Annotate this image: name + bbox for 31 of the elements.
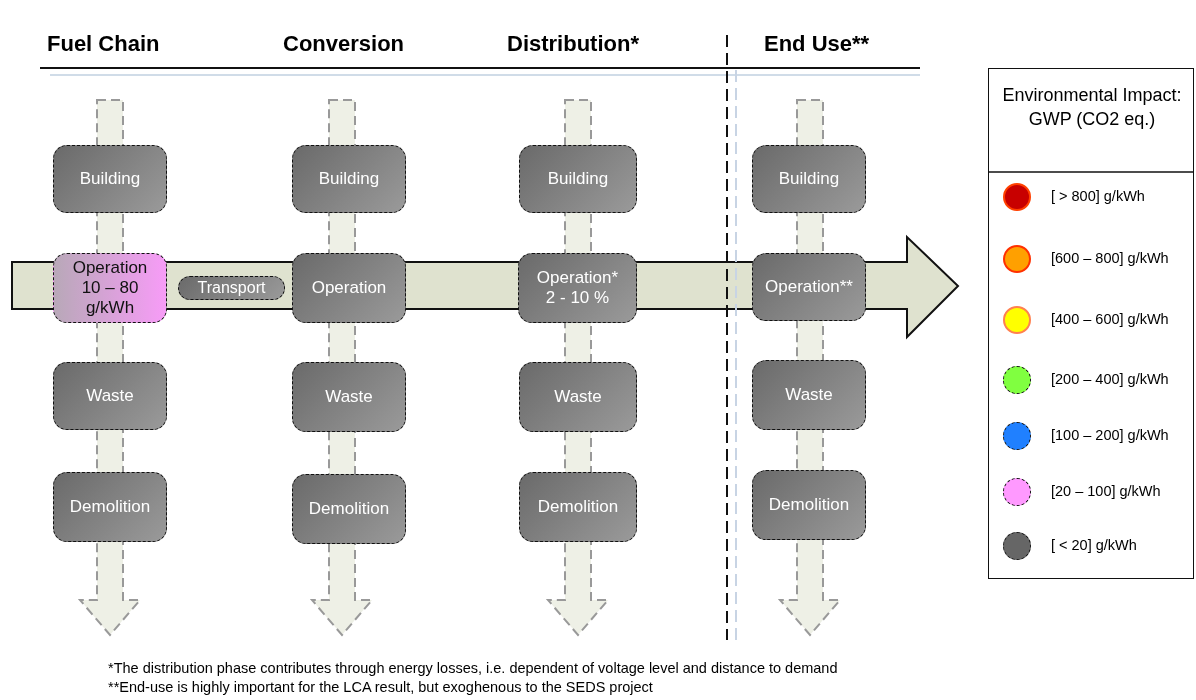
- process-box: Building: [53, 145, 167, 213]
- process-box: Waste: [292, 362, 406, 432]
- legend-label: [100 – 200] g/kWh: [1051, 427, 1169, 443]
- process-box: Operation**: [752, 253, 866, 321]
- footnote: *The distribution phase contributes through energy losses, i.e. dependent of voltage level and distance to demand: [108, 660, 838, 676]
- process-box: Demolition: [519, 472, 637, 542]
- process-box: Operation: [292, 253, 406, 323]
- legend-label: [600 – 800] g/kWh: [1051, 250, 1169, 266]
- process-box: Waste: [53, 362, 167, 430]
- process-box: Building: [752, 145, 866, 213]
- process-box: Building: [519, 145, 637, 213]
- footnote: **End-use is highly important for the LCA result, but exoghenous to the SEDS project: [108, 679, 653, 695]
- process-box: Transport: [178, 276, 285, 300]
- column-heading: Conversion: [283, 31, 405, 57]
- legend-label: [ < 20] g/kWh: [1051, 537, 1137, 553]
- process-box: Demolition: [292, 474, 406, 544]
- column-heading: Fuel Chain: [47, 31, 160, 57]
- process-box: Building: [292, 145, 406, 213]
- legend-label: [200 – 400] g/kWh: [1051, 371, 1169, 387]
- legend-label: [ > 800] g/kWh: [1051, 188, 1145, 204]
- legend-label: [400 – 600] g/kWh: [1051, 311, 1169, 327]
- process-box: Demolition: [53, 472, 167, 542]
- process-box: Operation* 2 - 10 %: [518, 253, 637, 323]
- process-box: Operation 10 – 80 g/kWh: [53, 253, 167, 323]
- legend-title: Environmental Impact: GWP (CO2 eq.): [1001, 84, 1183, 131]
- process-box: Demolition: [752, 470, 866, 540]
- legend-label: [20 – 100] g/kWh: [1051, 483, 1161, 499]
- column-heading: Distribution*: [507, 31, 639, 57]
- column-heading: End Use**: [764, 31, 870, 57]
- process-box: Waste: [752, 360, 866, 430]
- process-box: Waste: [519, 362, 637, 432]
